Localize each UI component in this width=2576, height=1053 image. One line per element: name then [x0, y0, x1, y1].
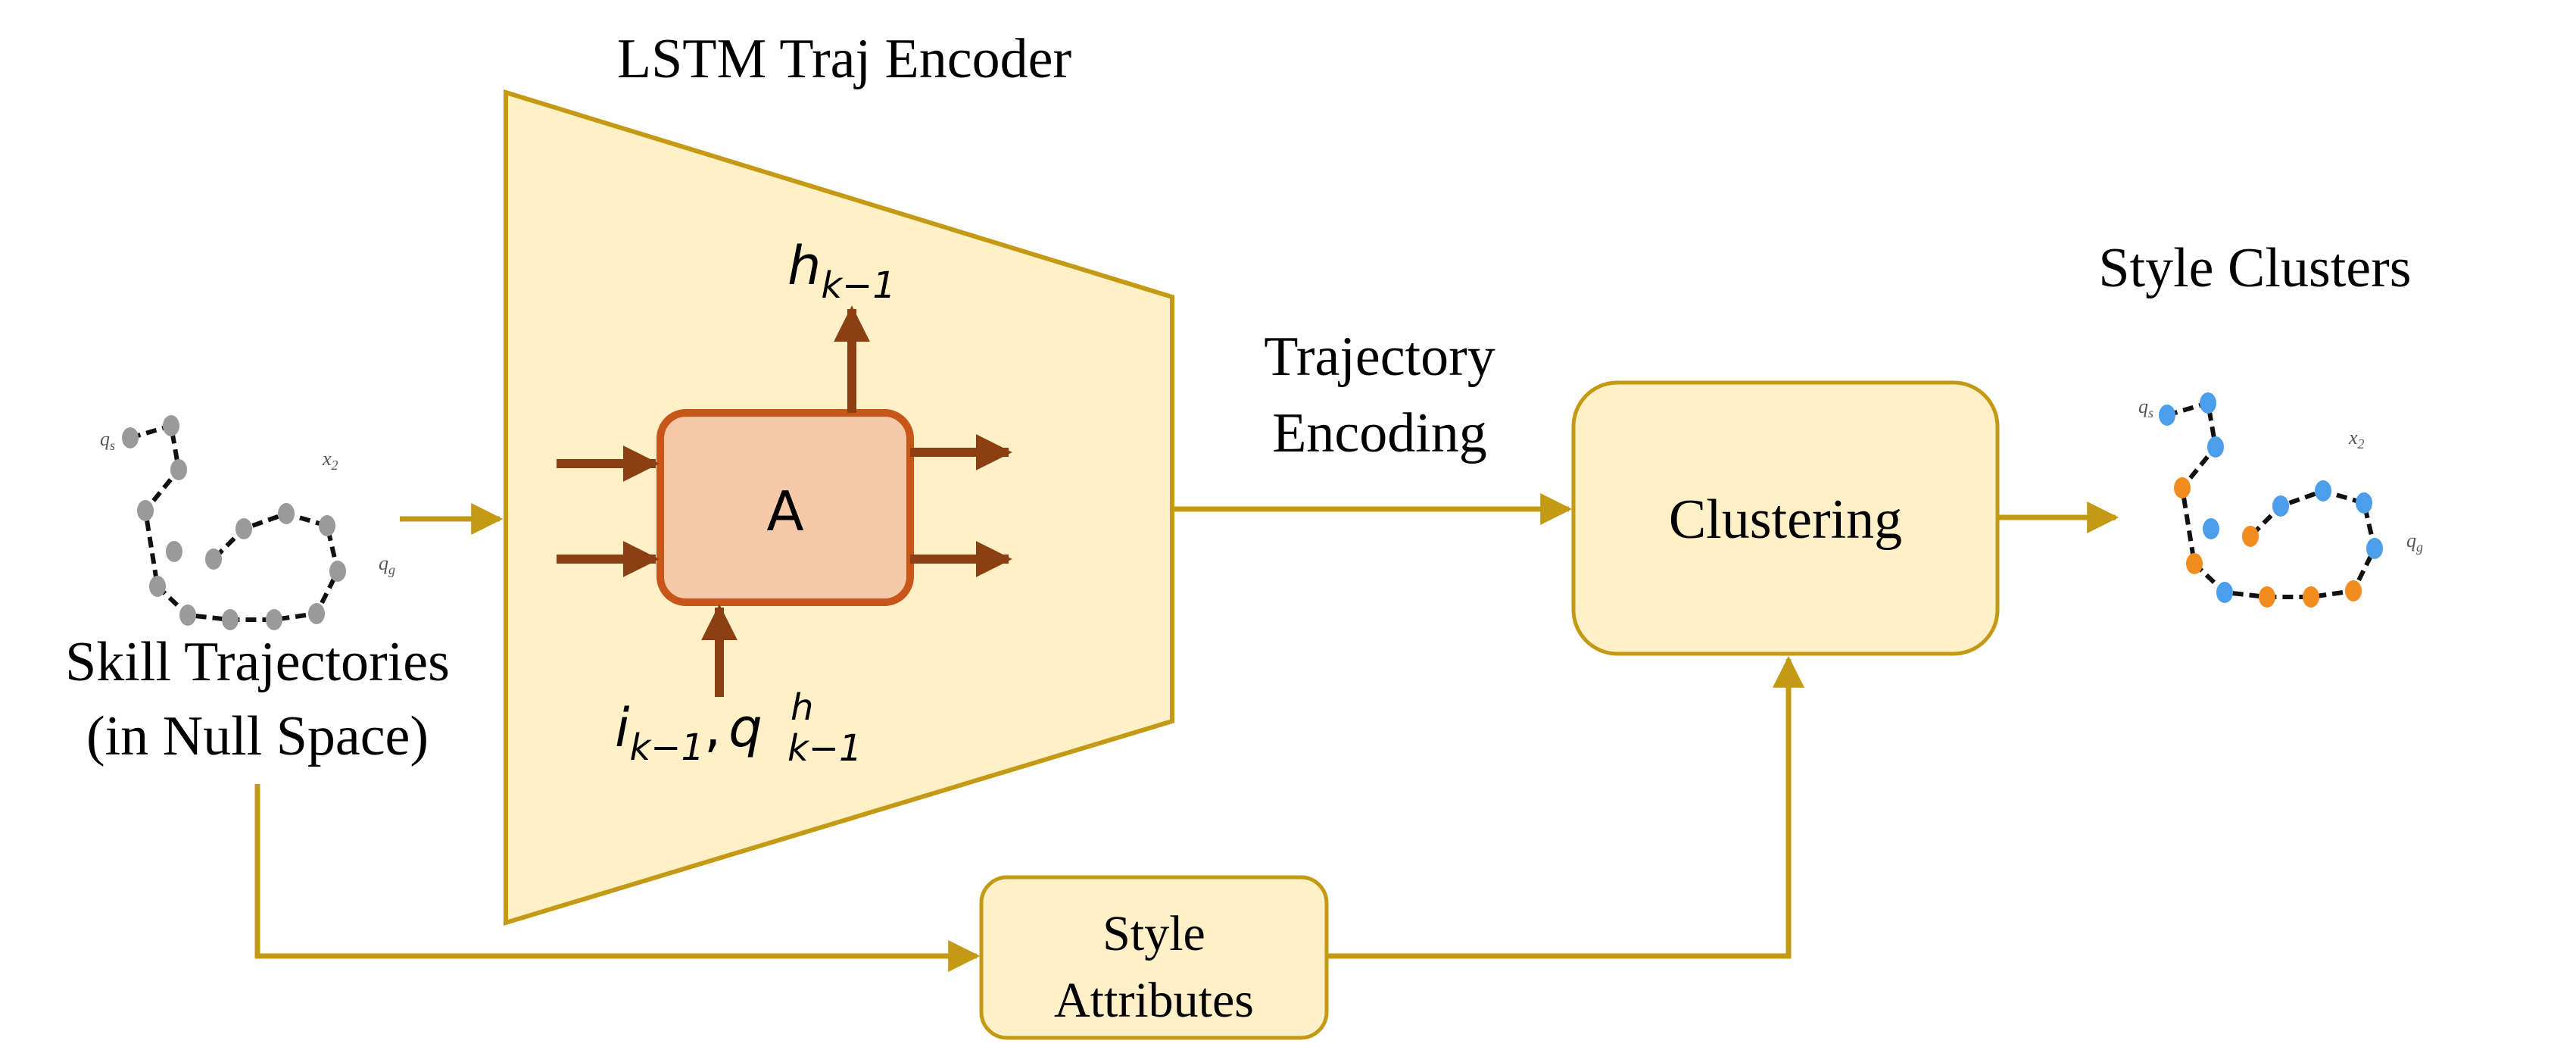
hidden-state-base: h	[787, 235, 821, 297]
trajectory-point	[2203, 518, 2219, 539]
trajectory-point	[2272, 495, 2289, 517]
cell-input-q-sub: k−1	[787, 727, 862, 770]
cell-input-sep: ,	[704, 697, 721, 759]
traj-in-label-start: qs	[100, 428, 115, 453]
trajectory-point	[222, 609, 239, 630]
cell-input-q: q	[728, 697, 762, 759]
trajectory-point	[329, 561, 346, 582]
trajectory-point	[170, 459, 187, 480]
trajectory-point	[266, 609, 282, 630]
output-label: Style Clusters	[2098, 237, 2411, 299]
trajectory-point	[2315, 480, 2331, 502]
trajectory-point	[2159, 405, 2175, 426]
trajectory-point	[2242, 526, 2259, 547]
output-trajectory	[2159, 392, 2383, 608]
trajectory-point	[2259, 586, 2275, 608]
trajectory-point	[235, 518, 252, 539]
cell-arrows	[557, 305, 1012, 697]
trajectory-point	[2356, 492, 2372, 514]
clustering-label: Clustering	[1669, 489, 1902, 551]
input-label-line1: Skill Trajectories	[65, 631, 450, 693]
cell-input-label: ik−1,q	[615, 697, 763, 769]
trajectory-point	[163, 415, 179, 436]
style-attributes-line2: Attributes	[1054, 973, 1254, 1028]
trajectory-point	[205, 548, 222, 570]
style-attributes-line1: Style	[1102, 906, 1205, 961]
trajectory-point	[2207, 436, 2224, 458]
trajectory-point	[2174, 477, 2191, 498]
trajectory-point	[2366, 538, 2383, 559]
arrow-input-to-style-attributes	[254, 784, 981, 972]
traj-in-label-goal: qg	[379, 552, 395, 577]
lstm-cell-label: A	[766, 480, 803, 543]
encoding-label-line2: Encoding	[1272, 402, 1487, 464]
traj-in-label-mid: x2	[322, 448, 338, 473]
trajectory-point	[122, 427, 139, 448]
trajectory-point	[2186, 553, 2203, 574]
trajectory-point	[278, 503, 295, 524]
trajectory-point	[2345, 580, 2362, 601]
input-trajectory	[122, 415, 346, 630]
trajectory-point	[308, 603, 325, 624]
trajectory-point	[137, 500, 154, 521]
traj-out-label-start: qs	[2138, 395, 2153, 420]
trajectory-point	[2216, 582, 2233, 603]
trajectory-point	[166, 541, 182, 562]
traj-out-label-goal: qg	[2406, 530, 2423, 555]
arrow-style-attributes-to-clustering	[1327, 655, 1804, 959]
input-label-line2: (in Null Space)	[86, 705, 429, 767]
hidden-state-label: hk−1	[787, 235, 896, 307]
cell-input-i-sub: k−1	[629, 726, 704, 769]
hidden-state-sub: k−1	[821, 264, 896, 307]
trajectory-point	[2303, 586, 2319, 608]
trajectory-point	[2200, 392, 2216, 414]
trajectory-point	[319, 515, 335, 536]
encoding-label-line1: Trajectory	[1264, 326, 1495, 388]
lstm-cell	[656, 409, 914, 606]
trajectory-point	[149, 576, 166, 597]
traj-out-label-mid: x2	[2348, 427, 2365, 452]
trajectory-point	[179, 605, 196, 626]
cell-input-q-sup: h	[791, 686, 813, 729]
cell-input-i: i	[615, 697, 630, 759]
encoder-title: LSTM Traj Encoder	[617, 28, 1071, 90]
